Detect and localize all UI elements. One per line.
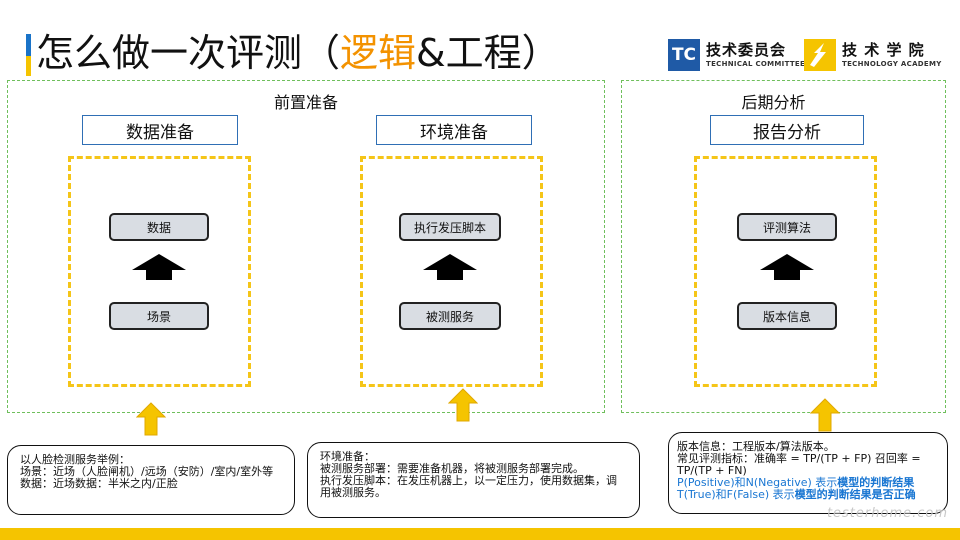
scene-node: 场景 (109, 302, 209, 330)
right-note-blue-line: P(Positive)和N(Negative) 表示模型的判断结果 (677, 476, 915, 489)
right-note-line: 版本信息：工程版本/算法版本。 (677, 440, 835, 453)
service-under-test-node: 被测服务 (399, 302, 501, 330)
tc-logo-icon: TC (668, 39, 700, 71)
env-prep-frame (360, 156, 543, 387)
technical-committee-logo: TC 技术委员会 TECHNICAL COMMITTEE (668, 38, 805, 72)
left-note-line: 场景：近场（人脸闸机）/远场（安防）/室内/室外等 (20, 465, 274, 478)
post-analysis-group (621, 80, 946, 413)
report-up-arrow (760, 254, 814, 280)
right-note-blue-line: T(True)和F(False) 表示模型的判断结果是否正确 (677, 488, 916, 501)
pre-preparation-group (7, 80, 605, 413)
academy-logo-icon (804, 39, 836, 71)
bottom-band (0, 528, 960, 540)
middle-note-line: 环境准备： (320, 450, 375, 463)
title-highlight: 逻辑 (340, 31, 417, 75)
report-analysis-frame (694, 156, 877, 387)
data-node: 数据 (109, 213, 209, 241)
right-note: 版本信息：工程版本/算法版本。 常见评测指标：准确率 = TP/(TP + FP… (668, 432, 948, 514)
middle-note-line: 执行发压脚本：在发压机器上，以一定压力，使用数据集，调用被测服务。 (320, 474, 617, 499)
execute-stress-script-node: 执行发压脚本 (399, 213, 501, 241)
report-analysis-header: 报告分析 (710, 115, 864, 145)
right-note-arrow (810, 398, 840, 432)
left-note: 以人脸检测服务举例： 场景：近场（人脸闸机）/远场（安防）/室内/室外等 数据：… (7, 445, 295, 515)
page-title: 怎么做一次评测（逻辑&工程） (36, 31, 560, 75)
technology-academy-logo: 技 术 学 院 TECHNOLOGY ACADEMY (804, 38, 942, 72)
academy-logo-cn: 技 术 学 院 (842, 40, 925, 59)
evaluation-algorithm-node: 评测算法 (737, 213, 837, 241)
tc-logo-en: TECHNICAL COMMITTEE (706, 59, 806, 68)
watermark: testerhome.com (826, 506, 948, 521)
tc-logo-cn: 技术委员会 (706, 40, 787, 59)
post-analysis-label: 后期分析 (741, 93, 806, 112)
middle-note-line: 被测服务部署：需要准备机器，将被测服务部署完成。 (320, 462, 584, 475)
title-accent-bar (26, 34, 31, 76)
env-up-arrow (423, 254, 477, 280)
left-note-line: 数据：近场数据：半米之内/正脸 (20, 477, 178, 490)
data-prep-frame (68, 156, 251, 387)
version-info-node: 版本信息 (737, 302, 837, 330)
pre-preparation-label: 前置准备 (273, 93, 338, 112)
left-note-arrow (136, 402, 166, 436)
middle-note: 环境准备： 被测服务部署：需要准备机器，将被测服务部署完成。 执行发压脚本：在发… (307, 442, 640, 518)
left-note-line: 以人脸检测服务举例： (20, 453, 130, 466)
env-prep-header: 环境准备 (376, 115, 532, 145)
data-prep-header: 数据准备 (82, 115, 238, 145)
data-up-arrow (132, 254, 186, 280)
middle-note-arrow (448, 388, 478, 422)
right-note-line: 常见评测指标：准确率 = TP/(TP + FP) 召回率 = TP/(TP +… (677, 452, 925, 477)
academy-logo-en: TECHNOLOGY ACADEMY (842, 59, 942, 68)
